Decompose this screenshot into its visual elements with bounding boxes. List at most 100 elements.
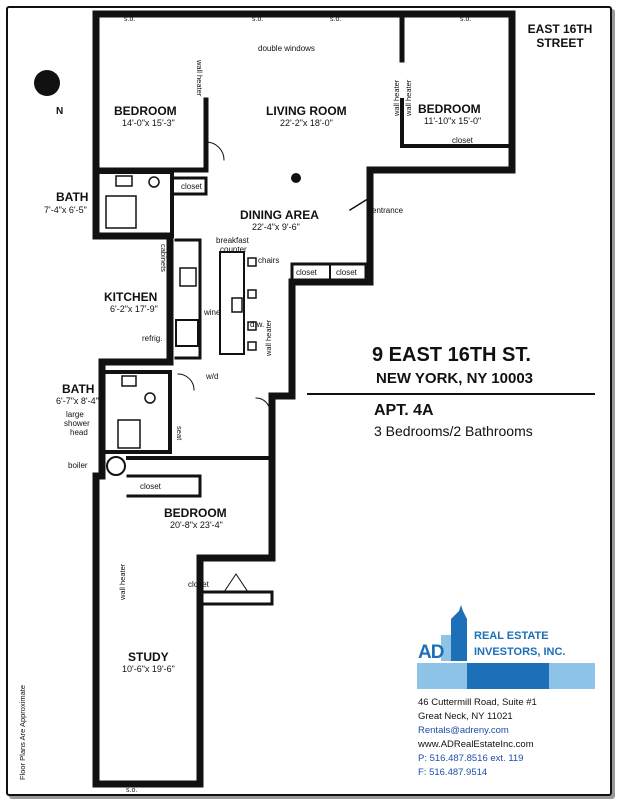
bath1-sink bbox=[115, 175, 133, 187]
bedroom1-closet bbox=[170, 176, 208, 196]
divider bbox=[307, 393, 595, 395]
address-line1: 9 EAST 16TH ST. bbox=[372, 344, 531, 366]
room-dim-study: 10'-6"x 19'-6" bbox=[122, 664, 175, 674]
so-label: s.o. bbox=[124, 16, 136, 23]
contact-website[interactable]: www.ADRealEstateInc.com bbox=[418, 739, 534, 750]
boiler-unit bbox=[106, 456, 126, 476]
logo-tower bbox=[451, 605, 467, 661]
street-label: EAST 16TH STREET bbox=[518, 22, 602, 50]
room-name-dining: DINING AREA bbox=[240, 208, 319, 222]
structural-column bbox=[291, 173, 301, 183]
wine-label: wine bbox=[204, 308, 221, 317]
sink bbox=[231, 297, 243, 313]
contact-phone: P: 516.487.8516 ext. 119 bbox=[418, 753, 524, 764]
large-label: large bbox=[66, 410, 84, 419]
street-line1: EAST 16TH bbox=[527, 22, 593, 36]
stove bbox=[179, 267, 197, 287]
logo-investors: INVESTORS, INC. bbox=[474, 646, 566, 658]
logo-real-estate: REAL ESTATE bbox=[474, 630, 549, 642]
so-label: s.o. bbox=[330, 16, 342, 23]
cabinets-label: cabinets bbox=[159, 244, 168, 272]
breakfast-counter bbox=[219, 251, 245, 355]
room-name-bath2: BATH bbox=[62, 382, 95, 396]
door-swing bbox=[205, 141, 225, 161]
closet-label: closet bbox=[181, 182, 202, 191]
chairs-label: chairs bbox=[258, 256, 280, 265]
disclaimer-text: Floor Plans Are Approximate bbox=[18, 684, 27, 780]
contact-email[interactable]: Rentals@adreny.com bbox=[418, 725, 509, 736]
bath2-sink bbox=[121, 375, 137, 387]
bath2-toilet bbox=[144, 392, 156, 404]
wall-heater-label: wall heater bbox=[118, 563, 127, 600]
closet-label: closet bbox=[188, 580, 209, 589]
shower-label: shower bbox=[64, 419, 90, 428]
apartment-rooms: 3 Bedrooms/2 Bathrooms bbox=[374, 423, 533, 439]
page-frame bbox=[6, 6, 612, 796]
closet-label: closet bbox=[452, 136, 473, 145]
bath1-toilet bbox=[148, 176, 160, 188]
wall-heater-label: wall heater bbox=[195, 60, 204, 97]
so-label: s.o. bbox=[252, 16, 264, 23]
north-arrow-icon bbox=[34, 70, 60, 96]
bedroom3-closet bbox=[126, 474, 202, 498]
chairs bbox=[247, 257, 257, 351]
bath2-shower bbox=[117, 419, 141, 449]
room-dim-living: 22'-2"x 18'-0" bbox=[280, 118, 333, 128]
contact-address2: Great Neck, NY 11021 bbox=[418, 711, 513, 722]
so-label: s.o. bbox=[126, 787, 138, 794]
head-label: head bbox=[70, 428, 88, 437]
seat-label: seat bbox=[175, 426, 184, 441]
room-dim-bedroom1: 14'-0"x 15'-3" bbox=[122, 118, 175, 128]
wall-heater-label: wall heater bbox=[392, 79, 401, 116]
room-dim-bedroom2: 11'-10"x 15'-0" bbox=[424, 116, 482, 126]
room-name-bedroom2: BEDROOM bbox=[418, 102, 481, 116]
room-dim-bath1: 7'-4"x 6'-5" bbox=[44, 205, 87, 215]
door-swing bbox=[177, 373, 195, 391]
room-name-bedroom3: BEDROOM bbox=[164, 506, 227, 520]
door-swing bbox=[348, 198, 368, 212]
door-swing bbox=[255, 397, 271, 413]
bath2-wall bbox=[102, 370, 172, 454]
street-line2: STREET bbox=[536, 36, 584, 50]
contact-address1: 46 Cuttermill Road, Suite #1 bbox=[418, 697, 537, 708]
compass-label: N bbox=[56, 106, 64, 117]
entrance-label: entrance bbox=[372, 206, 404, 215]
kitchen-counter bbox=[174, 238, 202, 360]
room-dim-kitchen: 6'-2"x 17'-9" bbox=[110, 304, 158, 314]
room-name-bedroom1: BEDROOM bbox=[114, 104, 177, 118]
study-closet bbox=[198, 590, 274, 606]
study-closet-doors bbox=[223, 573, 249, 593]
bath1-wall bbox=[94, 170, 174, 238]
room-dim-bath2: 6'-7"x 8'-4" bbox=[56, 396, 99, 406]
breakfast-label: breakfast bbox=[216, 236, 249, 245]
closet-label: closet bbox=[140, 482, 161, 491]
contact-fax: F: 516.487.9514 bbox=[418, 767, 488, 778]
dw-label: d.w. bbox=[250, 320, 265, 329]
double-windows-label: double windows bbox=[258, 44, 315, 53]
room-name-bath1: BATH bbox=[56, 190, 89, 204]
logo-building bbox=[441, 635, 451, 661]
room-dim-bedroom3: 20'-8"x 23'-4" bbox=[170, 520, 223, 530]
exterior-wall bbox=[92, 10, 516, 788]
room-name-study: STUDY bbox=[128, 650, 169, 664]
window-bars bbox=[111, 13, 491, 785]
counter-label: counter bbox=[220, 245, 247, 254]
logo-ad: AD bbox=[418, 642, 444, 663]
closet-label: closet bbox=[296, 268, 317, 277]
bath1-tub bbox=[105, 195, 137, 229]
address-line2: NEW YORK, NY 10003 bbox=[376, 370, 534, 387]
room-dim-dining: 22'-4"x 9'-6" bbox=[252, 222, 300, 232]
room-name-living: LIVING ROOM bbox=[266, 104, 347, 118]
wd-label: w/d bbox=[206, 372, 219, 381]
wall-heater-label: wall heater bbox=[264, 319, 273, 356]
logo-skyline-bar bbox=[549, 663, 595, 689]
apartment-unit: APT. 4A bbox=[374, 402, 434, 419]
closet-label: closet bbox=[336, 268, 357, 277]
refrig-label: refrig. bbox=[142, 334, 163, 343]
refrigerator bbox=[175, 319, 199, 347]
wall-heater-label: wall heater bbox=[404, 79, 413, 116]
bedroom2-lower-wall bbox=[400, 98, 432, 148]
logo-skyline-bar bbox=[467, 663, 549, 689]
boiler-label: boiler bbox=[68, 461, 88, 470]
